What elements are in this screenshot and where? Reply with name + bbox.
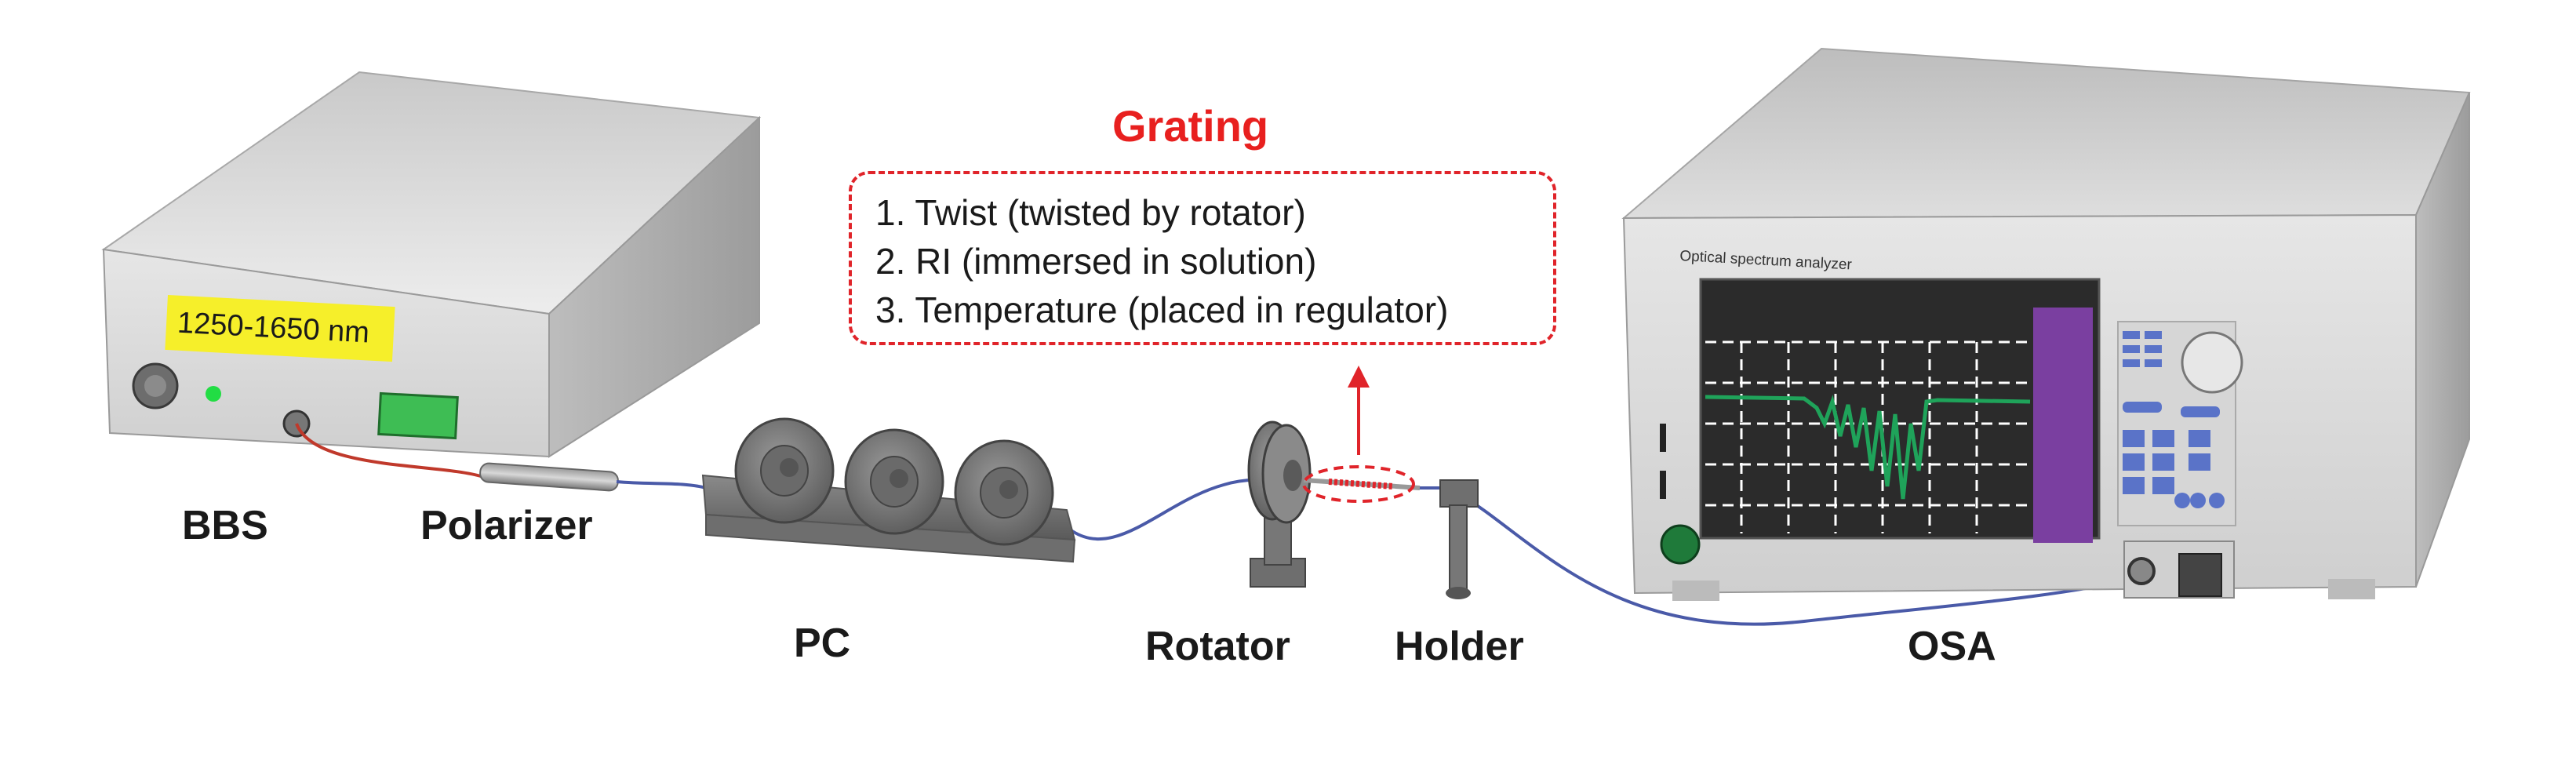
grating-highlight xyxy=(1302,465,1415,503)
label-bbs: BBS xyxy=(182,503,268,548)
power-led-icon xyxy=(206,386,221,402)
spectrum-trace xyxy=(1705,395,2031,500)
label-rotator: Rotator xyxy=(1145,624,1290,669)
dial-icon xyxy=(2181,331,2243,394)
grating-title: Grating xyxy=(1112,101,1269,151)
label-osa: OSA xyxy=(1908,624,1996,669)
input-port-icon xyxy=(2127,557,2156,585)
grating-item-ri: 2. RI (immersed in solution) xyxy=(875,241,1317,282)
grating-item-temperature: 3. Temperature (placed in regulator) xyxy=(875,289,1449,330)
label-holder: Holder xyxy=(1395,624,1524,669)
osa-device xyxy=(1621,47,2471,601)
osa-screen xyxy=(1699,278,2101,540)
switch-icon xyxy=(377,391,459,440)
power-button-icon[interactable] xyxy=(1660,524,1701,565)
label-polarizer: Polarizer xyxy=(420,503,593,548)
grating-fiber xyxy=(1302,366,1421,503)
bbs-device xyxy=(101,71,762,479)
grating-callout: 1. Twist (twisted by rotator) 2. RI (imm… xyxy=(849,171,1556,345)
osa-side-panel xyxy=(2033,308,2093,543)
arrow-up-icon xyxy=(1348,366,1370,388)
grating-item-twist: 1. Twist (twisted by rotator) xyxy=(875,192,1306,233)
polarization-controller xyxy=(701,417,1076,563)
polarizer-device xyxy=(479,462,619,492)
holder-device xyxy=(1439,479,1479,599)
rotator-device xyxy=(1247,420,1312,588)
label-pc: PC xyxy=(794,621,851,666)
